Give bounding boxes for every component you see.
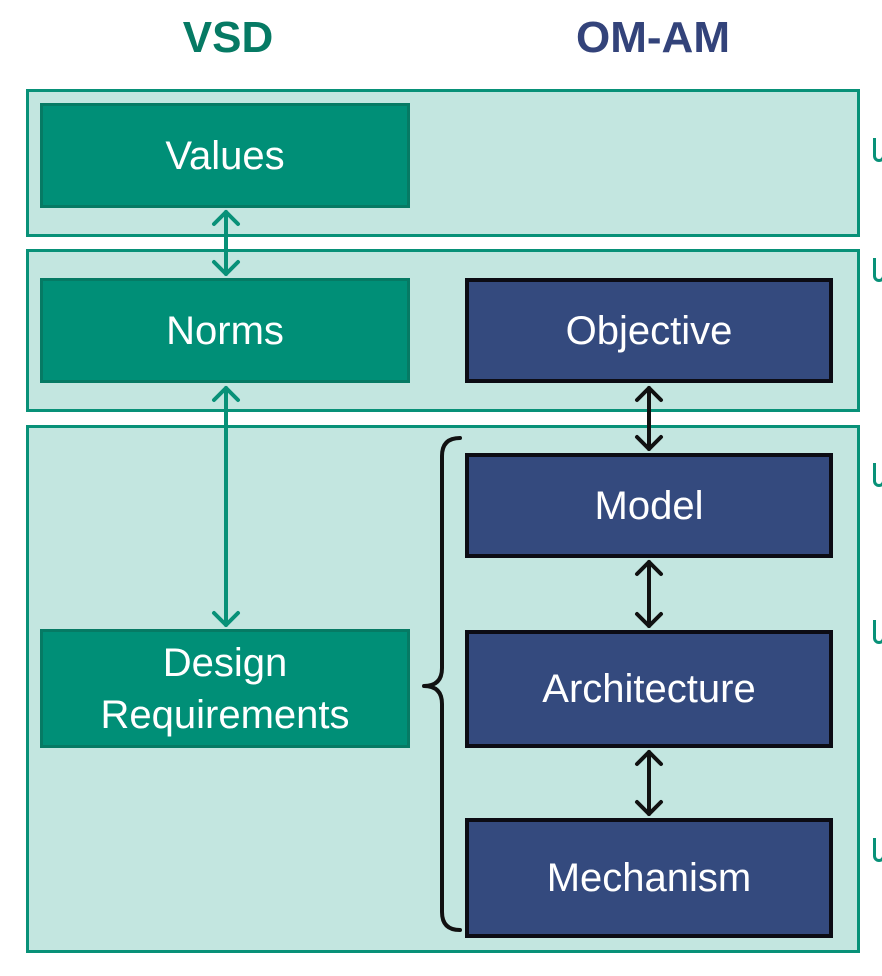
values-norms-double-headed-arrow-icon <box>212 210 240 276</box>
omam-column-title: OM-AM <box>576 13 730 62</box>
values-label: Values <box>165 133 285 178</box>
cropped-edge-mark <box>873 838 882 862</box>
values-box: Values <box>40 103 410 208</box>
model-label: Model <box>594 483 704 528</box>
design-requirements-box: Design Requirements <box>40 629 410 748</box>
norms-label: Norms <box>166 308 284 353</box>
model-architecture-double-headed-arrow-icon <box>635 560 663 628</box>
cropped-edge-mark <box>873 463 882 487</box>
model-box: Model <box>465 453 833 558</box>
vsd-column-title: VSD <box>182 13 274 62</box>
cropped-edge-mark <box>873 620 882 644</box>
design-requirements-label-line-1: Design <box>162 640 288 685</box>
mechanism-box: Mechanism <box>465 818 833 938</box>
norms-box: Norms <box>40 278 410 383</box>
objective-box: Objective <box>465 278 833 383</box>
architecture-label: Architecture <box>542 667 756 711</box>
design-requirements-label-line-2: Requirements <box>100 692 350 737</box>
left-curly-brace-icon <box>422 436 462 932</box>
cropped-edge-mark <box>873 258 882 282</box>
architecture-mechanism-double-headed-arrow-icon <box>635 750 663 816</box>
cropped-edge-mark <box>873 138 882 162</box>
mechanism-label: Mechanism <box>546 856 752 900</box>
architecture-box: Architecture <box>465 630 833 748</box>
norms-design-requirements-double-headed-arrow-icon <box>212 386 240 627</box>
objective-model-double-headed-arrow-icon <box>635 386 663 451</box>
objective-label: Objective <box>565 308 733 353</box>
